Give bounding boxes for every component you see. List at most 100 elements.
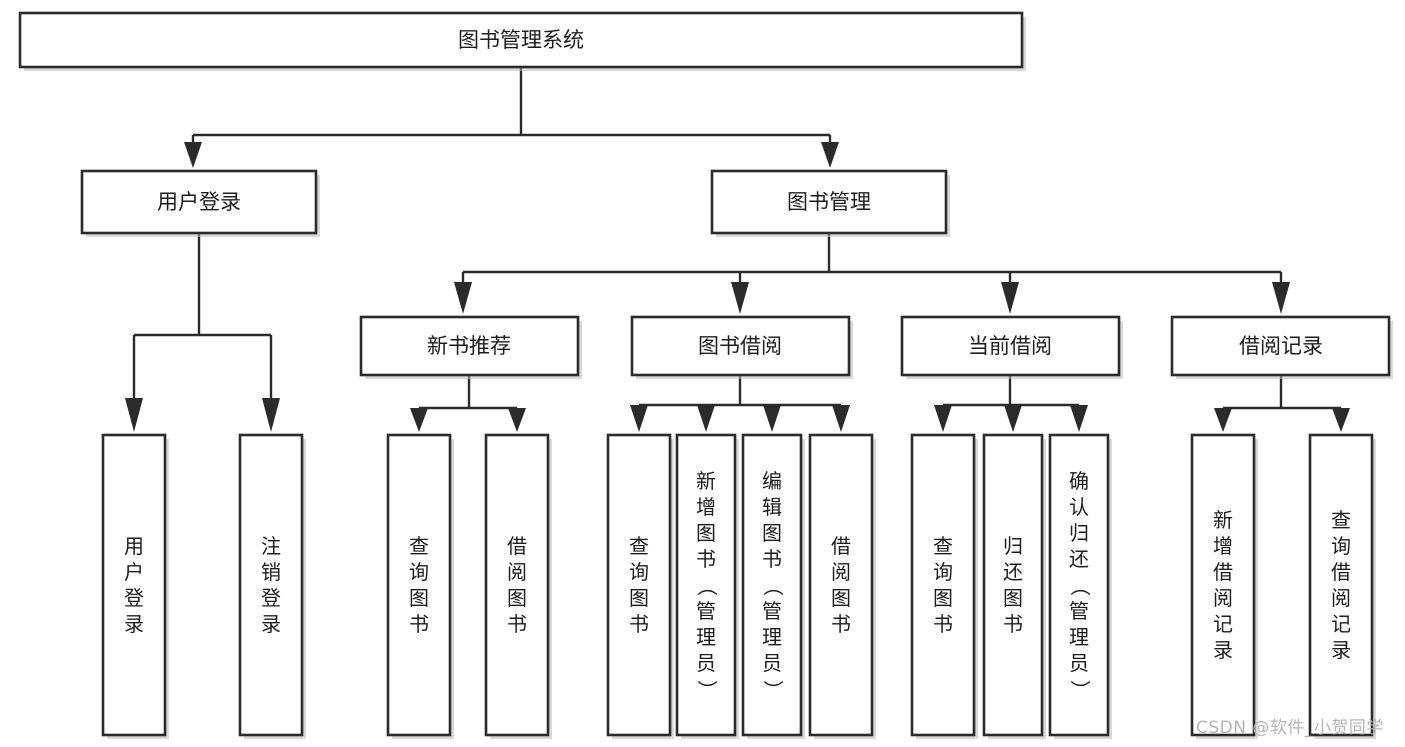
arrow-root-to-user-login bbox=[184, 142, 202, 168]
leaf-edit-book-label-char: 理 bbox=[762, 625, 782, 649]
node-root-label: 图书管理系统 bbox=[458, 28, 584, 52]
leaf-query-book-nb-label-char: 查 bbox=[409, 534, 429, 558]
leaf-query-book-nb-label-char: 图 bbox=[409, 586, 429, 610]
leaf-borrow-book-nb-label-char: 图 bbox=[507, 586, 527, 610]
node-user-login-label: 用户登录 bbox=[157, 190, 241, 214]
leaf-add-book-label-char: 图 bbox=[696, 521, 716, 545]
leaf-borrow-book-bb-label-char: 借 bbox=[831, 534, 851, 558]
arrow-to-leaf-return-book bbox=[1004, 405, 1022, 432]
leaf-add-book-label-char: 管 bbox=[696, 599, 716, 623]
node-new-book-rec-label: 新书推荐 bbox=[427, 334, 511, 358]
leaf-add-record-label-char: 记 bbox=[1213, 612, 1233, 636]
node-book-borrow[interactable]: 图书借阅 bbox=[630, 315, 853, 379]
leaf-add-record-label-char: 新 bbox=[1213, 508, 1233, 532]
arrow-to-leaf-confirm-return bbox=[1070, 405, 1088, 432]
leaf-add-book-label-char: 书 bbox=[696, 547, 716, 571]
arrow-root-to-book-manage bbox=[821, 142, 839, 168]
arrow-to-current-borrow bbox=[1001, 282, 1019, 314]
leaf-borrow-book-nb-label-char: 阅 bbox=[507, 560, 527, 584]
leaf-query-record-label-char: 阅 bbox=[1331, 586, 1351, 610]
arrow-to-leaf-query-book-bb bbox=[630, 405, 648, 432]
leaf-return-book-label-char: 还 bbox=[1003, 560, 1023, 584]
leaf-add-book-label-char: 增 bbox=[696, 495, 716, 519]
node-book-manage-label: 图书管理 bbox=[787, 190, 871, 214]
leaf-user-login-label-char: 用 bbox=[124, 534, 144, 558]
leaf-query-book-cb-label-char: 图 bbox=[933, 586, 953, 610]
leaf-add-record-label-char: 借 bbox=[1213, 560, 1233, 584]
leaf-return-book-label-char: 书 bbox=[1003, 612, 1023, 636]
arrow-to-leaf-logout bbox=[262, 398, 280, 432]
leaf-user-login-label-char: 户 bbox=[124, 560, 144, 584]
arrow-to-borrow-record bbox=[1272, 282, 1290, 314]
leaf-edit-book-label-char: 辑 bbox=[762, 495, 782, 519]
arrow-to-leaf-query-book-nb bbox=[410, 408, 428, 432]
arrow-to-leaf-query-book-cb bbox=[934, 405, 952, 432]
node-user-login[interactable]: 用户登录 bbox=[80, 169, 320, 237]
leaf-add-record-label-char: 阅 bbox=[1213, 586, 1233, 610]
leaf-return-book-label-char: 图 bbox=[1003, 586, 1023, 610]
leaf-edit-book-label-char: （ bbox=[761, 576, 785, 596]
arrow-to-leaf-user-login bbox=[125, 398, 143, 432]
leaf-query-book-cb-label-char: 书 bbox=[933, 612, 953, 636]
leaf-edit-book-label-char: 书 bbox=[762, 547, 782, 571]
leaf-logout-label-char: 注 bbox=[261, 534, 281, 558]
leaf-query-record-label-char: 借 bbox=[1331, 560, 1351, 584]
arrow-to-leaf-query-record bbox=[1332, 408, 1350, 432]
edges-layer bbox=[125, 67, 1350, 432]
leaf-logout-label-char: 登 bbox=[261, 586, 281, 610]
node-book-manage[interactable]: 图书管理 bbox=[710, 169, 950, 237]
node-current-borrow[interactable]: 当前借阅 bbox=[900, 315, 1123, 379]
leaf-query-record-label-char: 记 bbox=[1331, 612, 1351, 636]
leaf-user-login[interactable]: 用户登录 bbox=[101, 433, 169, 739]
node-new-book-rec[interactable]: 新书推荐 bbox=[359, 315, 582, 379]
nodes-layer: 图书管理系统 用户登录 图书管理 新书推荐 bbox=[18, 11, 1393, 379]
arrow-to-leaf-add-record bbox=[1214, 408, 1232, 432]
leaf-borrow-book-bb-label-char: 图 bbox=[831, 586, 851, 610]
leaf-edit-book-label-char: 图 bbox=[762, 521, 782, 545]
leaf-borrow-book-nb-label-char: 书 bbox=[507, 612, 527, 636]
leaf-confirm-return-label-char: 理 bbox=[1069, 625, 1089, 649]
arrow-to-leaf-add-book bbox=[697, 405, 715, 432]
leaf-add-record-label-char: 增 bbox=[1213, 534, 1233, 558]
node-root[interactable]: 图书管理系统 bbox=[18, 11, 1026, 71]
arrow-to-book-borrow bbox=[731, 282, 749, 314]
leaf-user-login-label-char: 录 bbox=[124, 612, 144, 636]
leaf-add-book-label-char: 员 bbox=[696, 651, 716, 675]
csdn-watermark: CSDN @软件_小贺同学 bbox=[1196, 718, 1384, 738]
leaf-edit-book-label-char: 员 bbox=[762, 651, 782, 675]
node-borrow-record-label: 借阅记录 bbox=[1239, 334, 1323, 358]
arrow-to-leaf-borrow-book-nb bbox=[508, 408, 526, 432]
leaf-query-book-bb-label-char: 书 bbox=[629, 612, 649, 636]
leaf-user-login-label-char: 登 bbox=[124, 586, 144, 610]
leaf-confirm-return-label-char: 认 bbox=[1069, 495, 1089, 519]
leaf-add-book-label-char: 新 bbox=[696, 469, 716, 493]
leaf-logout-label-char: 销 bbox=[261, 560, 281, 584]
leaves-layer: 用户登录注销登录查询图书借阅图书查询图书新增图书（管理员）编辑图书（管理员）借阅… bbox=[101, 433, 1376, 739]
leaf-query-book-cb-label-char: 查 bbox=[933, 534, 953, 558]
leaf-query-book-cb-label-char: 询 bbox=[933, 560, 953, 584]
node-borrow-record[interactable]: 借阅记录 bbox=[1170, 315, 1393, 379]
leaf-borrow-book-bb-label-char: 阅 bbox=[831, 560, 851, 584]
leaf-confirm-return-label-char: （ bbox=[1068, 576, 1092, 596]
leaf-edit-book-label-char: ） bbox=[761, 680, 785, 700]
leaf-query-book-bb-label-char: 查 bbox=[629, 534, 649, 558]
leaf-query-book-bb-label-char: 询 bbox=[629, 560, 649, 584]
leaf-add-book-label-char: ） bbox=[695, 680, 719, 700]
arrow-to-leaf-edit-book bbox=[763, 405, 781, 432]
leaf-confirm-return-label-char: 员 bbox=[1069, 651, 1089, 675]
leaf-query-record-label-char: 询 bbox=[1331, 534, 1351, 558]
